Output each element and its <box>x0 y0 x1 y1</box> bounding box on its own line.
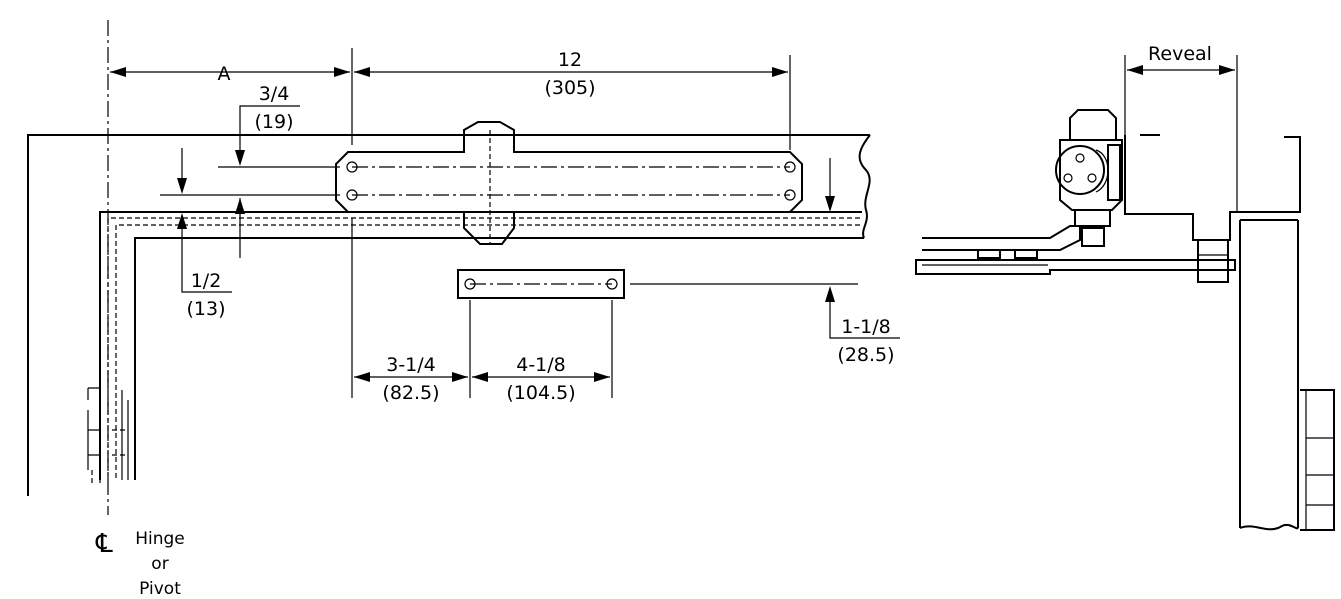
dim-13-label: (13) <box>186 298 225 320</box>
hinge-label: Hinge <box>135 529 185 549</box>
dim-305-label: (305) <box>544 77 595 99</box>
dim-19-label: (19) <box>254 111 293 133</box>
centerline-symbol: ℄ <box>95 529 113 559</box>
dim-a-label: A <box>218 63 231 85</box>
dim-4-1-8-label: 4-1/8 <box>516 354 566 376</box>
dim-104-5-label: (104.5) <box>506 382 575 404</box>
arm-shoe <box>457 269 625 299</box>
or-label: or <box>151 554 168 574</box>
section-view: Reveal <box>915 43 1335 531</box>
closer-arm <box>915 225 1236 283</box>
dimension-labels: A 12 (305) 3/4 (19) 1/2 (13) 3-1/4 (82.5… <box>186 49 894 404</box>
dimension-lines <box>110 48 900 398</box>
reveal-label: Reveal <box>1148 43 1212 65</box>
closer-section <box>1055 109 1123 247</box>
centerline-label: ℄ Hinge or Pivot <box>95 529 185 599</box>
frame-break-line <box>858 134 871 239</box>
pivot-label: Pivot <box>139 579 181 599</box>
hidden-line-2 <box>115 224 860 480</box>
frame-and-door-elevation <box>27 20 871 515</box>
frame-outline <box>27 134 870 496</box>
frame-section <box>1124 135 1301 241</box>
frame-stop-edge <box>99 211 862 480</box>
dim-28-5-label: (28.5) <box>837 344 894 366</box>
dim-12-label: 12 <box>558 49 582 71</box>
dim-3-4-label: 3/4 <box>259 83 290 105</box>
dim-3-1-4-label: 3-1/4 <box>386 354 436 376</box>
door-top-edge <box>134 237 864 480</box>
door-section <box>1239 219 1299 528</box>
dim-1-1-8-label: 1-1/8 <box>841 316 891 338</box>
closer-body <box>335 121 803 245</box>
hidden-line-1 <box>107 217 860 480</box>
closer-mounting-hole <box>346 161 796 201</box>
hinge-icon <box>87 387 129 485</box>
hinge-leaf-icon <box>1300 389 1335 531</box>
dim-82-5-label: (82.5) <box>382 382 439 404</box>
dim-1-2-label: 1/2 <box>191 270 222 292</box>
